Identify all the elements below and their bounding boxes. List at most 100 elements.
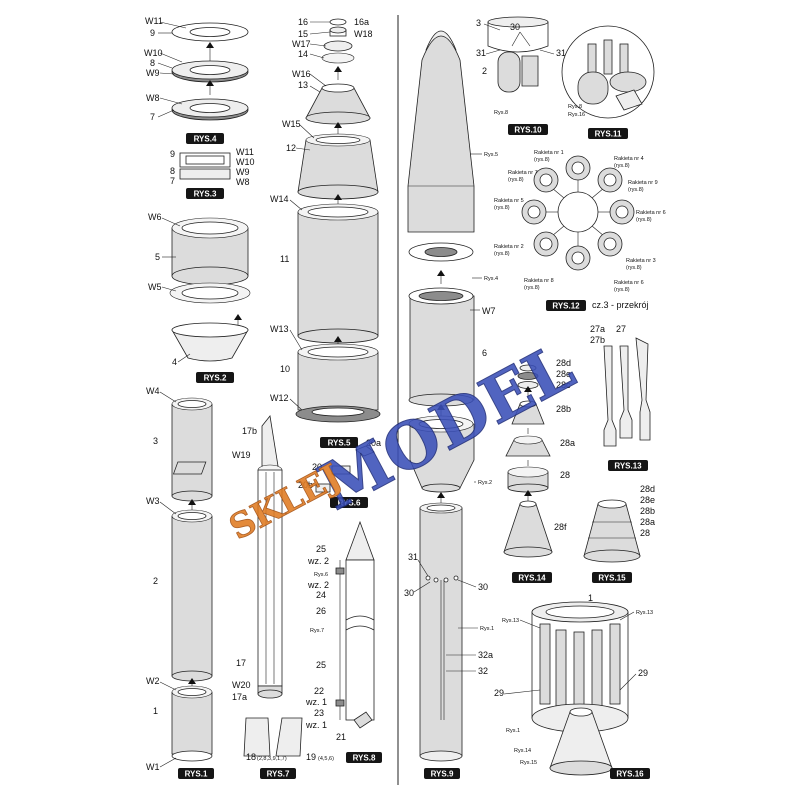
label-w8: W8 [146, 93, 160, 103]
rakieta-5-sub: (rys.8) [494, 205, 510, 211]
label-1: 1 [153, 706, 158, 716]
label-12: 12 [286, 143, 296, 153]
label-20a: 20a [366, 438, 381, 448]
rakieta-5: Rakieta nr 5 [494, 198, 524, 204]
rakieta-3: Rakieta nr 3 [626, 258, 656, 264]
caption-rys3: RYS.3 [194, 190, 217, 199]
label-r3-w8: W8 [236, 177, 250, 187]
caption-rys16: RYS.16 [616, 770, 644, 779]
figure-rys13: RYS.13 27a 27 27b [590, 324, 651, 471]
label-23: 23 [314, 708, 324, 718]
figure-rys6: RYS.6 20a 20 20b [172, 438, 381, 508]
label-28b: 28b [556, 404, 571, 414]
label-17b: 17b [242, 426, 257, 436]
label-w4: W4 [146, 386, 160, 396]
label-w6: W6 [148, 212, 162, 222]
caption-rys13: RYS.13 [614, 462, 642, 471]
label-24: 24 [316, 590, 326, 600]
label-r3-8: 8 [170, 166, 175, 176]
label-r3-w11: W11 [236, 147, 254, 157]
label-16a: 16a [354, 17, 369, 27]
figure-rys14: RYS.14 28d 28e 28c 28b 28a 28 28f [503, 358, 575, 583]
label-r10-31a: 31 [476, 48, 486, 58]
label-r16-rys1: Rys.1 [506, 728, 520, 734]
figure-rys2: RYS.2 W6 5 W5 4 [148, 212, 251, 383]
label-30a: 30 [478, 582, 488, 592]
label-r10-2: 2 [482, 66, 487, 76]
caption-rys8: RYS.8 [353, 754, 376, 763]
label-r16-29a: 29 [638, 668, 648, 678]
label-28e: 28e [556, 369, 571, 379]
caption-rys5: RYS.5 [328, 439, 351, 448]
label-w16: W16 [292, 69, 311, 79]
label-32a: 32a [478, 650, 493, 660]
rakieta-8-sub: (rys.8) [524, 285, 540, 291]
rakieta-7-sub: (rys.8) [508, 177, 524, 183]
rakieta-9-sub: (rys.8) [628, 187, 644, 193]
rakieta-4: Rakieta nr 4 [614, 156, 644, 162]
figure-rys9: RYS.9 Rys.5 Rys.4 W7 6 Rys.2 31 30 30 Ry… [404, 30, 498, 779]
caption-rys2: RYS.2 [204, 374, 227, 383]
label-r3-9: 9 [170, 149, 175, 159]
caption-rys1: RYS.1 [185, 770, 208, 779]
figure-rys4: RYS.4 W11 9 W10 8 W9 W8 7 [144, 16, 249, 144]
label-w13: W13 [270, 324, 289, 334]
figure-rys15: RYS.15 28d 28e 28b 28a 28 [583, 484, 655, 583]
label-18: 18 [246, 752, 256, 762]
watermark-subtext: SKLEJ [223, 457, 348, 549]
label-28d: 28d [556, 358, 571, 368]
label-r16-1: 1 [588, 593, 593, 603]
label-r10-3: 3 [476, 18, 481, 28]
label-28c: 28c [556, 380, 571, 390]
figure-rys12: Rakieta nr 1 (rys.8) Rakieta nr 4 (rys.8… [494, 150, 666, 311]
label-15: 15 [298, 29, 308, 39]
figure-rys8: RYS.8 25 wz. 2 Rys.6 wz. 2 24 26 Rys.7 2… [305, 520, 382, 763]
caption-rys14: RYS.14 [518, 574, 546, 583]
label-rys7b: Rys.7 [310, 628, 324, 634]
label-30b: 30 [404, 588, 414, 598]
label-w14: W14 [270, 194, 289, 204]
label-28a: 28a [560, 438, 575, 448]
label-26: 26 [316, 606, 326, 616]
caption-rys12: RYS.12 [552, 302, 580, 311]
rakieta-1: Rakieta nr 1 [534, 150, 564, 156]
label-wz2b: wz. 2 [307, 580, 329, 590]
label-32: 32 [478, 666, 488, 676]
rakieta-2-sub: (rys.8) [494, 251, 510, 257]
caption-rys9: RYS.9 [431, 770, 454, 779]
label-rys6b: Rys.6 [314, 572, 328, 578]
label-17: 17 [236, 658, 246, 668]
label-r16-29b: 29 [494, 688, 504, 698]
label-r16-rys13a: Rys.13 [502, 618, 519, 624]
label-wz2a: wz. 2 [307, 556, 329, 566]
rakieta-9: Rakieta nr 9 [628, 180, 658, 186]
label-r3-7: 7 [170, 176, 175, 186]
label-r15-28d: 28d [640, 484, 655, 494]
label-w5: W5 [148, 282, 162, 292]
label-r15-28e: 28e [640, 495, 655, 505]
label-wz1a: wz. 1 [305, 697, 327, 707]
label-w3: W3 [146, 496, 160, 506]
label-rys1b: Rys.1 [480, 626, 494, 632]
label-20b: 20b [298, 480, 313, 490]
label-r3-w9: W9 [236, 167, 250, 177]
label-w1: W1 [146, 762, 160, 772]
label-r10-30: 30 [510, 22, 520, 32]
figure-rys5: RYS.5 16 16a 15 W18 W17 14 W16 13 W15 12… [270, 17, 381, 448]
caption-rys15: RYS.15 [598, 574, 626, 583]
label-27: 27 [616, 324, 626, 334]
label-w19: W19 [232, 450, 251, 460]
label-14: 14 [298, 49, 308, 59]
label-8: 8 [150, 58, 155, 68]
caption-rys10: RYS.10 [514, 126, 542, 135]
figure-rys1: RYS.1 W4 3 W3 2 W2 1 W1 [146, 386, 214, 779]
label-3: 3 [153, 436, 158, 446]
label-28f: 28f [554, 522, 567, 532]
label-5: 5 [155, 252, 160, 262]
label-wz1b: wz. 1 [305, 720, 327, 730]
rakieta-6-sub: (rys.8) [636, 217, 652, 223]
label-19: 19 [306, 752, 316, 762]
label-20: 20 [312, 462, 322, 472]
label-6: 6 [482, 348, 487, 358]
label-r15-28b: 28b [640, 506, 655, 516]
